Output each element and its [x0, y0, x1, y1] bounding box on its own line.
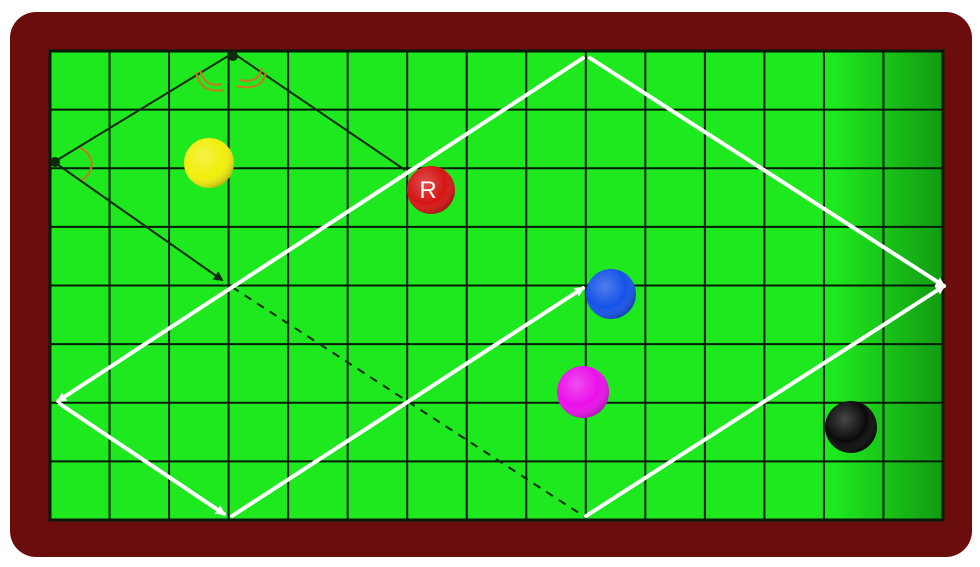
- magenta-ball: [557, 366, 609, 418]
- black-ball: [825, 401, 877, 453]
- black-ball-shading: [825, 401, 877, 453]
- blue-ball: [586, 269, 636, 319]
- yellow-ball-shading: [184, 138, 234, 188]
- rail-contact-point: [50, 157, 60, 167]
- blue-ball-shading: [586, 269, 636, 319]
- rail-contact-point: [228, 51, 238, 61]
- red-ball-label: R: [419, 177, 436, 204]
- yellow-ball: [184, 138, 234, 188]
- red-ball: R: [407, 166, 455, 214]
- magenta-ball-shading: [557, 366, 609, 418]
